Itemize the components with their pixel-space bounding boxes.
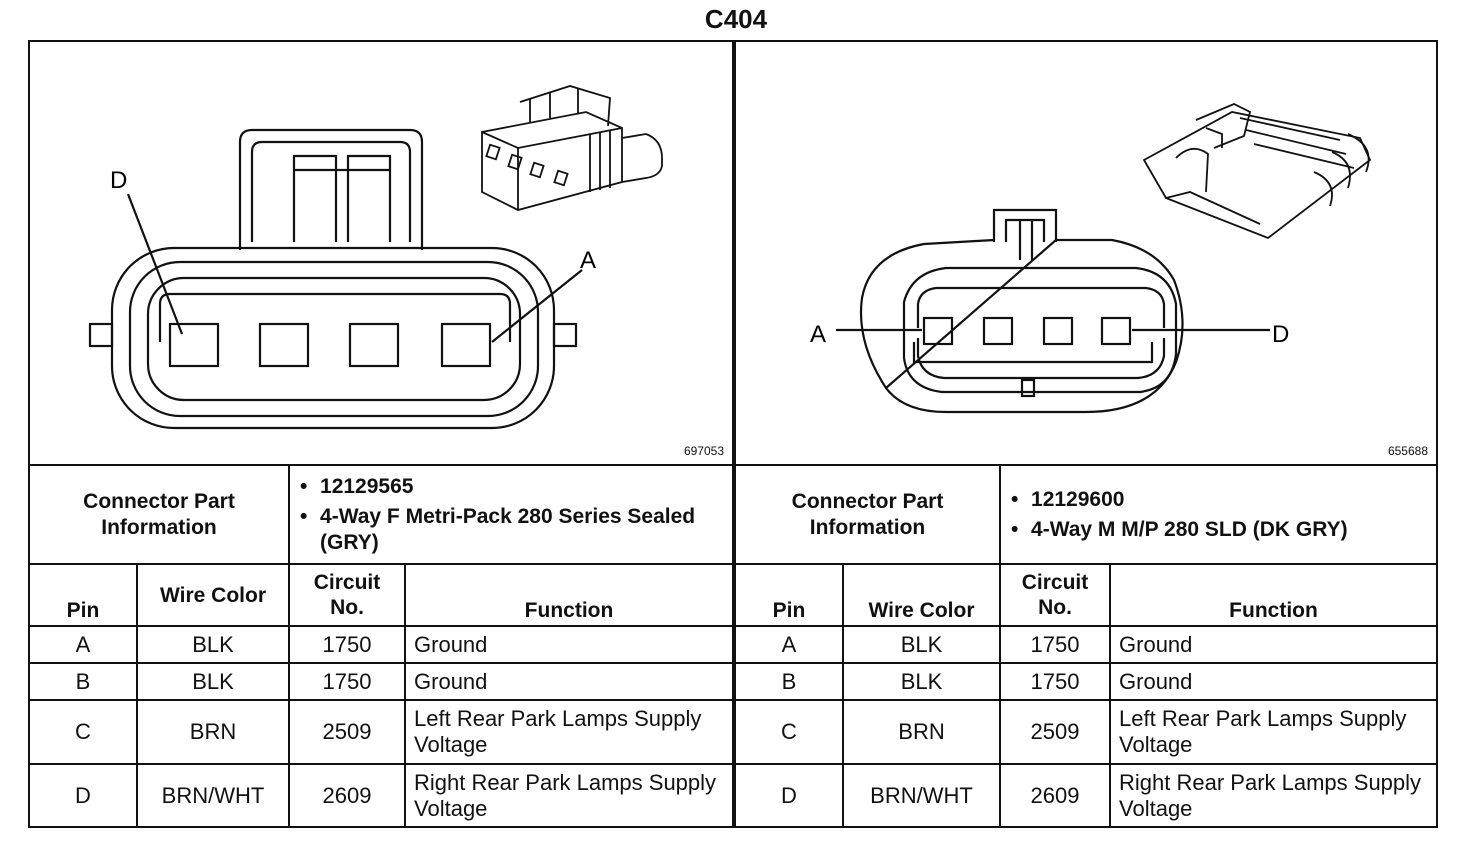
cell-wire-color: BLK bbox=[841, 625, 1002, 664]
header-pin: Pin bbox=[30, 563, 138, 627]
header-circuit-no: Circuit No. bbox=[999, 563, 1112, 627]
header-pin: Pin bbox=[736, 563, 844, 627]
cell-wire-color: BLK bbox=[135, 662, 291, 701]
table-row: C BRN 2509 Left Rear Park Lamps Supply V… bbox=[736, 699, 1436, 765]
part-number: 12129600 bbox=[1011, 487, 1428, 513]
cell-pin: A bbox=[30, 625, 138, 664]
table-row: A BLK 1750 Ground bbox=[736, 625, 1436, 664]
connector-table-female: Connector Part Information 12129565 4-Wa… bbox=[30, 466, 732, 826]
header-function: Function bbox=[1109, 563, 1436, 627]
cell-circuit: 1750 bbox=[999, 662, 1112, 701]
cell-wire-color: BRN bbox=[841, 699, 1002, 765]
cell-wire-color: BRN/WHT bbox=[135, 763, 291, 826]
cell-function: Ground bbox=[1109, 662, 1436, 701]
cell-pin: D bbox=[30, 763, 138, 826]
connector-info-label: Connector Part Information bbox=[736, 466, 1002, 565]
table-row: A BLK 1750 Ground bbox=[30, 625, 732, 664]
cell-function: Left Rear Park Lamps Supply Voltage bbox=[404, 699, 732, 765]
cell-wire-color: BRN/WHT bbox=[841, 763, 1002, 826]
pin-label-a: A bbox=[810, 321, 826, 348]
cell-pin: D bbox=[736, 763, 844, 826]
header-circuit-no: Circuit No. bbox=[288, 563, 407, 627]
connector-drawing-male: A D 655688 bbox=[736, 42, 1436, 466]
cell-function: Ground bbox=[404, 625, 732, 664]
connector-panel-male: A D 655688 Connector Part Information 12… bbox=[734, 40, 1438, 828]
connector-info-label: Connector Part Information bbox=[30, 466, 291, 565]
figure-id: 697053 bbox=[683, 444, 724, 458]
part-number: 12129565 bbox=[300, 474, 724, 500]
cell-pin: C bbox=[736, 699, 844, 765]
pin-label-d: D bbox=[1272, 321, 1289, 348]
cell-pin: C bbox=[30, 699, 138, 765]
cell-circuit: 2609 bbox=[999, 763, 1112, 826]
connector-drawing-female: D A 697053 bbox=[30, 42, 732, 466]
male-connector-face-diagram: A D bbox=[810, 103, 1372, 414]
cell-pin: B bbox=[30, 662, 138, 701]
female-connector-face-diagram: D A bbox=[88, 85, 663, 430]
cell-circuit: 1750 bbox=[288, 662, 407, 701]
cell-function: Right Rear Park Lamps Supply Voltage bbox=[1109, 763, 1436, 826]
cell-circuit: 2509 bbox=[999, 699, 1112, 765]
connector-info-list: 12129565 4-Way F Metri-Pack 280 Series S… bbox=[298, 474, 724, 556]
cell-circuit: 1750 bbox=[288, 625, 407, 664]
pin-label-a: A bbox=[580, 247, 596, 274]
header-function: Function bbox=[404, 563, 732, 627]
header-wire-color: Wire Color bbox=[135, 563, 291, 627]
cell-circuit: 1750 bbox=[999, 625, 1112, 664]
cell-function: Right Rear Park Lamps Supply Voltage bbox=[404, 763, 732, 826]
connector-info-list: 12129600 4-Way M M/P 280 SLD (DK GRY) bbox=[1009, 487, 1428, 543]
table-row: D BRN/WHT 2609 Right Rear Park Lamps Sup… bbox=[736, 763, 1436, 826]
cell-wire-color: BLK bbox=[841, 662, 1002, 701]
table-row: D BRN/WHT 2609 Right Rear Park Lamps Sup… bbox=[30, 763, 732, 826]
cell-circuit: 2509 bbox=[288, 699, 407, 765]
cell-circuit: 2609 bbox=[288, 763, 407, 826]
table-row: B BLK 1750 Ground bbox=[30, 662, 732, 701]
pin-label-d: D bbox=[110, 167, 127, 194]
connector-table-male: Connector Part Information 12129600 4-Wa… bbox=[736, 466, 1436, 826]
figure-id: 655688 bbox=[1387, 444, 1428, 458]
cell-pin: A bbox=[736, 625, 844, 664]
part-description: 4-Way M M/P 280 SLD (DK GRY) bbox=[1011, 517, 1428, 543]
table-row: B BLK 1750 Ground bbox=[736, 662, 1436, 701]
connector-panel-female: D A 697053 Connector Part Information 12… bbox=[28, 40, 734, 828]
page-title: C404 bbox=[704, 4, 768, 34]
table-row: C BRN 2509 Left Rear Park Lamps Supply V… bbox=[30, 699, 732, 765]
cell-wire-color: BLK bbox=[135, 625, 291, 664]
cell-pin: B bbox=[736, 662, 844, 701]
header-wire-color: Wire Color bbox=[841, 563, 1002, 627]
part-description: 4-Way F Metri-Pack 280 Series Sealed (GR… bbox=[300, 504, 724, 556]
cell-function: Ground bbox=[1109, 625, 1436, 664]
cell-function: Left Rear Park Lamps Supply Voltage bbox=[1109, 699, 1436, 765]
cell-wire-color: BRN bbox=[135, 699, 291, 765]
cell-function: Ground bbox=[404, 662, 732, 701]
